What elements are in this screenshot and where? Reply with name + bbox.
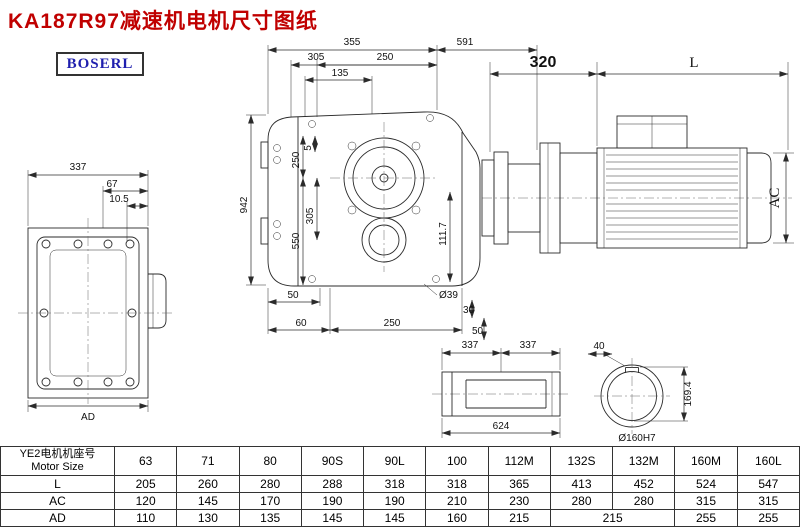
brand-logo-box: BOSERL: [56, 52, 144, 76]
dim-rear-10-5: 10.5: [109, 194, 129, 205]
dim-main-60: 60: [295, 318, 307, 329]
table-cell: 280: [612, 492, 676, 510]
technical-drawing: 337 67 10.5 AD 355: [18, 37, 794, 444]
table-cell: 120: [113, 492, 178, 510]
table-col-header: 132S: [549, 446, 614, 476]
dim-motor-320: 320: [530, 54, 557, 71]
table-cell: 215: [549, 509, 676, 527]
dim-main-250-bottom: 250: [384, 318, 401, 329]
dim-main-d39: Ø39: [439, 290, 458, 301]
table-cell: 230: [487, 492, 551, 510]
dim-main-550: 550: [291, 232, 302, 249]
dim-main-355: 355: [344, 37, 361, 48]
table-col-header: 132M: [612, 446, 676, 476]
row-label: AD: [0, 509, 115, 527]
table-row-L: L 205 260 280 288 318 318 365 413 452 52…: [0, 475, 800, 493]
table-cell: 452: [612, 475, 676, 493]
table-cell: 288: [300, 475, 365, 493]
dim-bore-40: 40: [593, 341, 605, 352]
dim-main-591: 591: [457, 37, 474, 48]
table-cell: 110: [113, 509, 178, 527]
dim-main-5: 5: [303, 145, 314, 151]
table-col-header: 80: [238, 446, 302, 476]
dim-main-50b: 50: [472, 326, 484, 337]
header-motor-size-en: Motor Size: [31, 461, 84, 473]
table-col-header: 90L: [363, 446, 427, 476]
table-cell: 190: [363, 492, 427, 510]
gearbox-housing: [267, 111, 481, 287]
table-col-header: 100: [425, 446, 489, 476]
table-cell: 280: [238, 475, 302, 493]
table-cell: 260: [176, 475, 240, 493]
table-cell: 315: [736, 492, 800, 510]
dim-rear-ad: AD: [81, 412, 95, 423]
dim-bore-169-4: 169.4: [683, 381, 694, 406]
table-col-header: 160L: [736, 446, 800, 476]
table-cell: 145: [176, 492, 240, 510]
bore-view: 40 169.4 Ø160H7: [587, 341, 694, 444]
table-cell: 145: [300, 509, 365, 527]
dim-motor-L: L: [689, 55, 698, 71]
table-cell: 255: [736, 509, 800, 527]
table-cell: 130: [176, 509, 240, 527]
dim-shaft-624: 624: [493, 421, 510, 432]
row-label: AC: [0, 492, 115, 510]
dim-rear-337: 337: [70, 162, 87, 173]
brand-logo-text: BOSERL: [66, 55, 134, 72]
header-motor-size-cell: YE2电机机座号 Motor Size: [0, 446, 115, 476]
dim-rear-67: 67: [106, 179, 118, 190]
table-cell: 215: [487, 509, 551, 527]
table-cell: 280: [549, 492, 614, 510]
shaft-view: 337 337 624: [432, 340, 570, 438]
motor-dimension-table: YE2电机机座号 Motor Size 63 71 80 90S 90L 100…: [0, 446, 800, 527]
dim-main-305-top: 305: [308, 52, 325, 63]
table-cell: 205: [113, 475, 178, 493]
dim-shaft-337a: 337: [462, 340, 479, 351]
table-cell: 255: [674, 509, 738, 527]
table-cell: 210: [425, 492, 489, 510]
dim-main-250-top: 250: [377, 52, 394, 63]
table-cell: 190: [300, 492, 365, 510]
page-title: KA187R97减速机电机尺寸图纸: [8, 10, 318, 33]
rear-view: 337 67 10.5 AD: [18, 162, 174, 423]
table-cell: 413: [549, 475, 614, 493]
dim-main-50a: 50: [287, 290, 299, 301]
dim-main-135: 135: [332, 68, 349, 79]
table-cell: 547: [736, 475, 800, 493]
table-col-header: 90S: [300, 446, 365, 476]
table-cell: 145: [363, 509, 427, 527]
table-cell: 315: [674, 492, 738, 510]
dim-motor-AC: AC: [767, 188, 783, 209]
table-cell: 318: [363, 475, 427, 493]
row-label: L: [0, 475, 115, 493]
header-motor-size-cn: YE2电机机座号: [19, 448, 96, 460]
fan-cover: [747, 152, 772, 244]
table-col-header: 63: [113, 446, 178, 476]
table-cell: 170: [238, 492, 302, 510]
table-row-AC: AC 120 145 170 190 190 210 230 280 280 3…: [0, 492, 800, 510]
table-cell: 365: [487, 475, 551, 493]
dim-bore-160h7: Ø160H7: [618, 433, 656, 444]
table-col-header: 160M: [674, 446, 738, 476]
side-boss: [148, 273, 167, 329]
table-cell: 524: [674, 475, 738, 493]
dim-main-250-left: 250: [291, 151, 302, 168]
table-header-row: YE2电机机座号 Motor Size 63 71 80 90S 90L 100…: [0, 446, 800, 476]
table-col-header: 112M: [487, 446, 551, 476]
dim-main-942: 942: [239, 196, 250, 213]
dim-main-111-7: 111.7: [438, 222, 449, 246]
table-cell: 160: [425, 509, 489, 527]
table-row-AD: AD 110 130 135 145 145 160 215 215 255 2…: [0, 509, 800, 527]
table-cell: 135: [238, 509, 302, 527]
dim-main-305-left: 305: [305, 207, 316, 224]
table-col-header: 71: [176, 446, 240, 476]
motor-view: 320 L AC: [481, 54, 794, 254]
dim-shaft-337b: 337: [520, 340, 537, 351]
table-cell: 318: [425, 475, 489, 493]
main-view: 355 591 305 250 135 942 250 550 5 305 11…: [239, 37, 538, 341]
dim-main-30: 30: [463, 305, 475, 316]
